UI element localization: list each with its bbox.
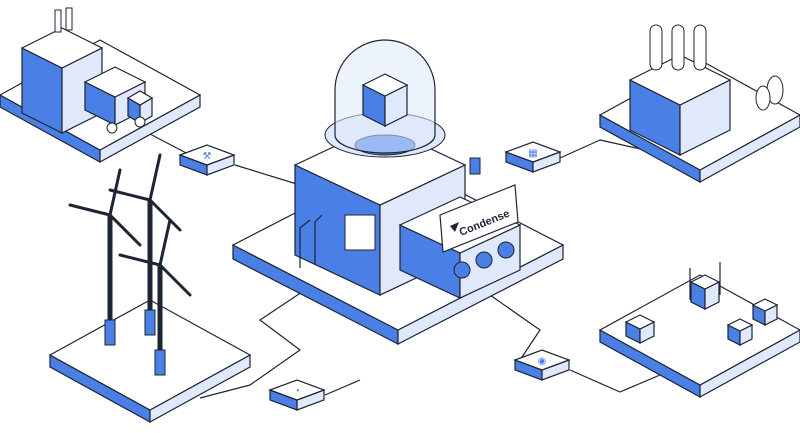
box-top bbox=[624, 314, 656, 330]
factory-building-top bbox=[20, 27, 104, 69]
platform-wind-farm-top bbox=[48, 299, 252, 411]
platform-warehouse-top bbox=[598, 274, 800, 386]
chip-icon: ▦ bbox=[528, 148, 537, 159]
brand-logo-icon bbox=[450, 222, 459, 232]
wrench-icon: ⚒ bbox=[203, 151, 212, 162]
connector-boxes: ⚒ ▦ ◔ ◉ bbox=[178, 141, 571, 411]
tree bbox=[755, 85, 771, 111]
turbine-blade bbox=[108, 188, 152, 202]
truck-cargo-top bbox=[83, 66, 147, 98]
forklift-top bbox=[689, 274, 721, 290]
turbine-blade bbox=[148, 153, 162, 202]
wire bbox=[489, 294, 541, 361]
turbine-base bbox=[154, 349, 166, 376]
turbine-blade bbox=[158, 263, 192, 297]
connector-box-top bbox=[268, 379, 326, 401]
chimney bbox=[65, 7, 73, 31]
machine-knob bbox=[469, 157, 481, 175]
data-cube-top bbox=[361, 73, 409, 97]
box-top bbox=[751, 298, 779, 312]
dial bbox=[475, 251, 493, 269]
truck-wheel bbox=[106, 122, 118, 134]
connection-wires bbox=[149, 133, 661, 399]
turbine-base bbox=[104, 319, 116, 346]
smokestack bbox=[693, 24, 707, 71]
connector-box-top bbox=[178, 144, 236, 166]
pipe bbox=[299, 214, 323, 268]
turbine-blade bbox=[108, 213, 142, 247]
connector-box-top bbox=[504, 141, 562, 163]
location-pin-icon: ◉ bbox=[538, 356, 547, 367]
smokestack bbox=[649, 24, 663, 71]
wire bbox=[199, 289, 306, 399]
wire bbox=[149, 133, 191, 156]
scene-objects bbox=[20, 7, 784, 376]
dial bbox=[453, 261, 471, 279]
box-top bbox=[726, 318, 754, 332]
wire bbox=[234, 164, 301, 186]
turbine-base bbox=[144, 309, 156, 336]
forklift-mast bbox=[689, 262, 721, 300]
wire bbox=[324, 379, 361, 396]
turbine-blade bbox=[68, 203, 112, 217]
wire bbox=[569, 369, 661, 393]
smokestack bbox=[671, 24, 685, 71]
turbine-blade bbox=[148, 198, 182, 232]
brand-panel: Condense bbox=[439, 184, 519, 253]
truck-cab-top bbox=[126, 90, 154, 106]
turbine-blade bbox=[118, 253, 162, 267]
gauge-icon: ◔ bbox=[294, 386, 300, 397]
dial bbox=[497, 241, 515, 259]
machine-screen bbox=[344, 214, 376, 251]
wire bbox=[559, 139, 646, 159]
turbine-blade bbox=[158, 218, 172, 267]
truck-wheel bbox=[134, 116, 146, 128]
connector-box-top bbox=[513, 349, 571, 371]
chimney bbox=[54, 9, 62, 33]
